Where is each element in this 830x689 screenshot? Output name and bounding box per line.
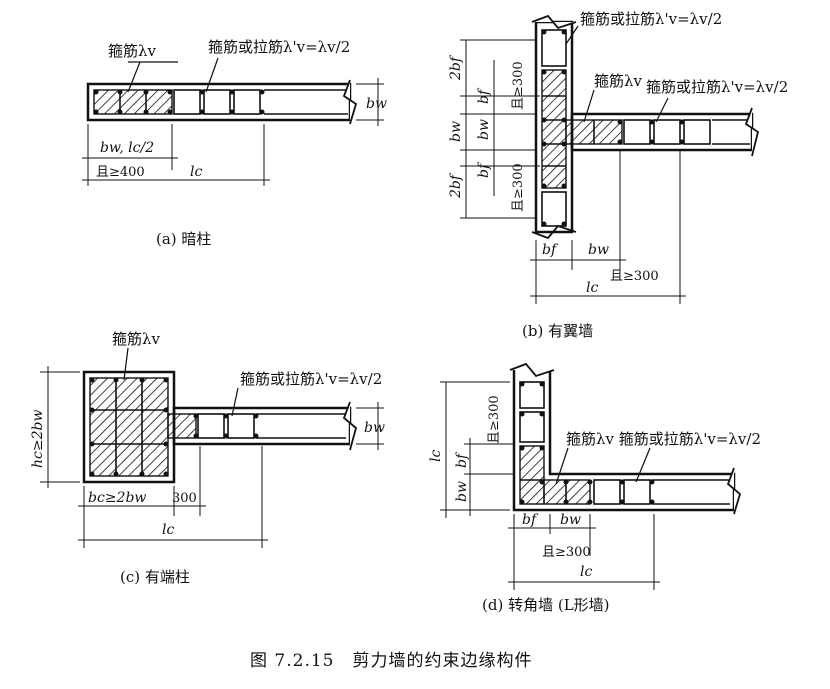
- dim-ge300-top: 且≥300: [511, 61, 526, 110]
- stirrup-rect: [233, 89, 261, 115]
- caption-d: (d) 转角墙 (L形墙): [482, 596, 610, 614]
- panel-c-end-column: 箍筋λv 箍筋或拉筋λ'v=λv/2 hc≥2bw bw bc≥2bw 300 …: [30, 330, 385, 586]
- dim-2bf-top: 2bf: [448, 54, 464, 81]
- dim-ge400: 且≥400: [96, 165, 145, 180]
- dim-bw-c: bw: [364, 420, 385, 436]
- label-stirrup-c: 箍筋λv: [112, 330, 161, 348]
- label-stirrup-and-tie-d: 箍筋λv 箍筋或拉筋λ'v=λv/2: [566, 430, 761, 448]
- stirrup-rect: [173, 89, 201, 115]
- panel-b-flanged-wall: 箍筋或拉筋λ'v=λv/2 箍筋λv 箍筋或拉筋λ'v=λv/2 2bf bf …: [448, 10, 788, 340]
- dim-hc: hc≥2bw: [30, 410, 46, 468]
- dim-bc: bc≥2bw: [88, 490, 146, 506]
- dim-ge300-h: 且≥300: [610, 269, 659, 284]
- label-stirrup-b: 箍筋λv: [594, 72, 643, 90]
- dim-lc-d-h: lc: [580, 564, 592, 580]
- label-stirrup-or-tie-b: 箍筋或拉筋λ'v=λv/2: [646, 78, 788, 96]
- dim-bw-v: bw: [448, 121, 464, 142]
- label-stirrup-or-tie: 箍筋或拉筋λ'v=λv/2: [208, 38, 350, 56]
- dim-bw-h: bw: [588, 242, 609, 258]
- panel-a-concealed-column: 箍筋λv 箍筋或拉筋λ'v=λv/2 bw bw, lc/2 且≥400 lc …: [82, 38, 387, 248]
- stirrup-rect: [203, 89, 231, 115]
- end-column-hatched: [89, 377, 169, 477]
- dim-ge300-bot: 且≥300: [511, 163, 526, 212]
- dim-bf-d-h: bf: [522, 512, 539, 528]
- caption-b: (b) 有翼墙: [522, 322, 593, 340]
- boundary-zone-vertical: [541, 69, 567, 189]
- dim-lc-b: lc: [586, 280, 598, 296]
- dim-ge300-d-h: 且≥300: [542, 545, 591, 560]
- dim-2bf-bot: 2bf: [448, 172, 464, 199]
- dim-bw-v2: bw: [476, 119, 492, 140]
- dim-lc: lc: [190, 164, 202, 180]
- dim-300: 300: [172, 491, 197, 506]
- break-line: [342, 79, 358, 125]
- dim-ge300-d-v: 且≥300: [487, 395, 502, 444]
- boundary-zone-hatched: [93, 89, 173, 115]
- dim-bf-h: bf: [542, 242, 559, 258]
- label-stirrup: 箍筋λv: [108, 42, 157, 60]
- panel-d-corner-wall: 箍筋λv 箍筋或拉筋λ'v=λv/2 lc bf bw 且≥300 bf bw …: [428, 362, 761, 614]
- caption-c: (c) 有端柱: [120, 568, 190, 586]
- dim-bw-lc2: bw, lc/2: [100, 140, 154, 156]
- dim-bf-top: bf: [476, 87, 492, 104]
- label-stirrup-or-tie-b-top: 箍筋或拉筋λ'v=λv/2: [580, 10, 722, 28]
- dim-bw: bw: [366, 96, 387, 112]
- dim-bw-d-h: bw: [560, 512, 581, 528]
- dim-lc-c: lc: [162, 522, 174, 538]
- dim-bf-d-v: bf: [454, 451, 470, 468]
- figure-title: 图 7.2.15 剪力墙的约束边缘构件: [250, 651, 532, 671]
- label-stirrup-or-tie-c: 箍筋或拉筋λ'v=λv/2: [240, 370, 382, 388]
- corner-hatched-v: [519, 445, 545, 505]
- dim-bf-bot: bf: [476, 161, 492, 178]
- dim-lc-d-v: lc: [428, 450, 444, 462]
- caption-a: (a) 暗柱: [156, 230, 211, 248]
- dim-bw-d-v: bw: [454, 481, 470, 502]
